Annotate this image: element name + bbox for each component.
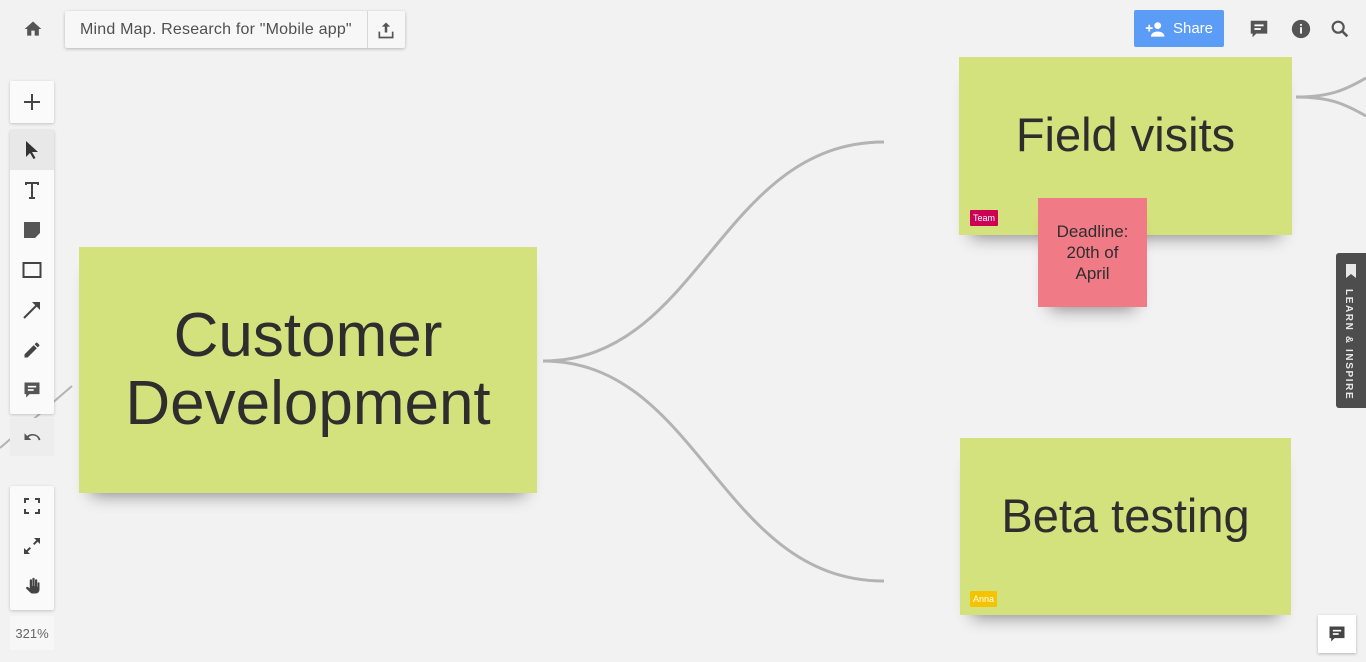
sticky-note-deadline[interactable]: Deadline: 20th of April xyxy=(1038,198,1147,307)
sticky-note-beta-testing[interactable]: Beta testing Anna xyxy=(960,438,1291,615)
bookmark-icon xyxy=(1346,264,1356,278)
undo-button[interactable] xyxy=(10,418,54,456)
tag-badge: Anna xyxy=(970,591,998,607)
info-button[interactable] xyxy=(1289,17,1313,41)
sticky-note-text: Field visits xyxy=(1015,108,1236,161)
text-icon xyxy=(25,182,39,199)
fullscreen-button[interactable] xyxy=(10,526,54,566)
add-button[interactable] xyxy=(10,81,54,123)
info-icon xyxy=(1291,19,1311,39)
pen-icon xyxy=(24,342,40,358)
share-button[interactable]: Share xyxy=(1134,10,1224,47)
pen-tool[interactable] xyxy=(10,330,54,370)
comments-icon xyxy=(1250,20,1268,38)
main-toolbar xyxy=(10,130,54,414)
arrow-icon xyxy=(23,302,40,319)
zoom-level[interactable]: 321% xyxy=(10,616,54,650)
hand-tool[interactable] xyxy=(10,566,54,606)
export-button[interactable] xyxy=(366,11,405,48)
search-button[interactable] xyxy=(1328,17,1352,41)
learn-inspire-label: LEARN & INSPIRE xyxy=(1343,289,1354,401)
hand-icon xyxy=(26,577,40,594)
connector-offscreen-1 xyxy=(1295,76,1366,99)
comment-tool[interactable] xyxy=(10,370,54,410)
learn-inspire-tab[interactable]: LEARN & INSPIRE xyxy=(1336,253,1366,408)
shape-icon xyxy=(22,262,42,278)
board-title[interactable]: Mind Map. Research for "Mobile app" xyxy=(80,21,352,38)
text-tool[interactable] xyxy=(10,170,54,210)
fit-screen-icon xyxy=(24,498,40,514)
view-toolbar xyxy=(10,486,54,610)
add-tool-group xyxy=(10,81,54,123)
export-icon xyxy=(378,22,394,38)
sticky-note-text: Beta testing xyxy=(1001,489,1250,542)
select-icon xyxy=(26,141,38,159)
sticky-note-text: Deadline: 20th of April xyxy=(1056,222,1129,283)
connector-beta-testing xyxy=(542,359,885,583)
sticky-note-text: Customer Development xyxy=(125,301,491,438)
sticky-note-icon xyxy=(24,222,40,238)
chat-button[interactable] xyxy=(1318,615,1356,653)
fit-screen-button[interactable] xyxy=(10,486,54,526)
comment-icon xyxy=(24,382,40,398)
add-person-icon xyxy=(1145,21,1165,37)
shape-tool[interactable] xyxy=(10,250,54,290)
arrow-tool[interactable] xyxy=(10,290,54,330)
add-icon xyxy=(24,94,40,110)
sticky-note-tool[interactable] xyxy=(10,210,54,250)
connector-field-visits xyxy=(542,140,885,363)
sticky-note-customer-development[interactable]: Customer Development xyxy=(79,247,537,493)
select-tool[interactable] xyxy=(10,130,54,170)
comments-button[interactable] xyxy=(1247,17,1271,41)
sticky-note-field-visits[interactable]: Field visits Team xyxy=(959,57,1292,235)
tag-badge: Team xyxy=(970,210,999,226)
board-title-box: Mind Map. Research for "Mobile app" xyxy=(65,11,405,48)
search-icon xyxy=(1331,20,1349,38)
undo-icon xyxy=(24,433,41,441)
fullscreen-icon xyxy=(24,538,40,554)
home-button[interactable] xyxy=(14,10,52,48)
home-icon xyxy=(24,21,42,36)
connector-offscreen-2 xyxy=(1295,95,1366,118)
share-label: Share xyxy=(1172,20,1214,37)
chat-icon xyxy=(1329,626,1345,642)
